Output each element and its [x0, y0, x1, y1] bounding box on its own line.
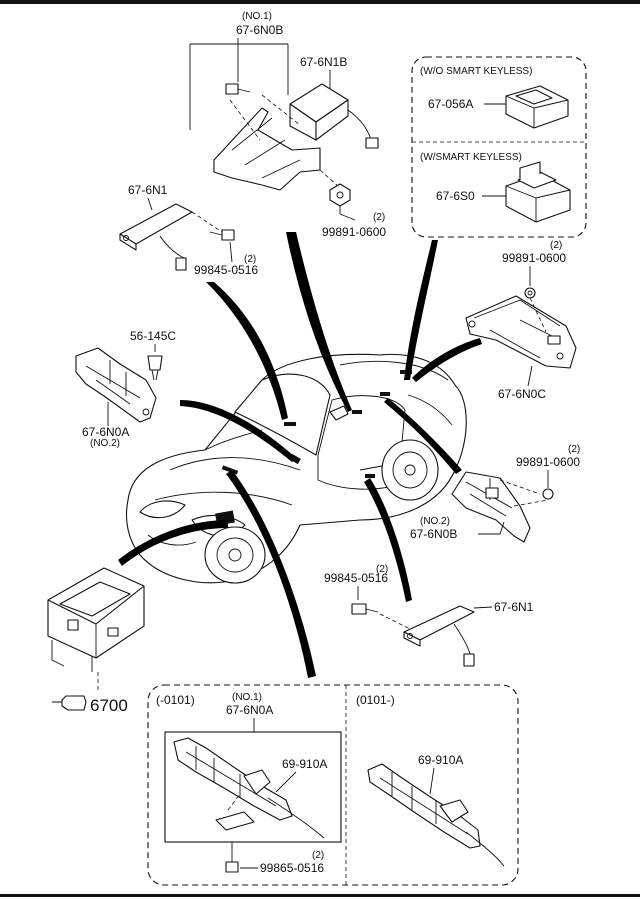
bottom-border	[0, 894, 640, 897]
callout-wedges	[118, 232, 482, 678]
label-with-smart-keyless: (W/SMART KEYLESS)	[420, 152, 522, 163]
reference-6700: 6700	[90, 696, 128, 715]
callout-67-6N1-right: 67-6N1	[494, 600, 534, 614]
callout-qty-99845-left: (2)	[244, 254, 256, 265]
control-unit-group: 6700	[47, 567, 145, 715]
callout-67-6S0: 67-6S0	[436, 189, 475, 203]
callout-99891-0600-top: 99891-0600	[322, 225, 386, 239]
callout-99891-0600-mid: 99891-0600	[516, 455, 580, 469]
callout-99845-0516-left: 99845-0516	[194, 263, 258, 277]
callout-69-910A-right: 69-910A	[418, 753, 463, 767]
callout-67-6N0B-right: 67-6N0B	[410, 527, 457, 541]
left-antenna-group: 67-6N1 (2) 99845-0516	[119, 183, 258, 277]
callout-qty-99891-mid: (2)	[568, 444, 580, 455]
callout-67-6N0A-left: 67-6N0A	[82, 425, 129, 439]
callout-no2-left: (NO.2)	[90, 438, 120, 449]
callout-99845-0516-mid: 99845-0516	[324, 571, 388, 585]
callout-69-910A-left: 69-910A	[282, 757, 327, 771]
label-without-smart-keyless: (W/O SMART KEYLESS)	[420, 66, 532, 77]
top-border	[0, 0, 640, 4]
vehicle-illustration	[125, 353, 467, 584]
callout-67-6N1B: 67-6N1B	[300, 55, 347, 69]
variant-box: (-0101) (NO.1) 67-6N0A 69-910A (2) 99865…	[147, 684, 519, 886]
callout-qty-99845-mid: (2)	[376, 564, 388, 575]
label-range-after-0101: (0101-)	[356, 693, 395, 707]
callout-99865-0516: 99865-0516	[260, 861, 324, 875]
smart-keyless-options-box: (W/O SMART KEYLESS) 67-056A (W/SMART KEY…	[411, 56, 587, 238]
callout-qty-99891-top: (2)	[373, 212, 385, 223]
left-bracket-group: 56-145C 67-6N0A (NO.2)	[75, 329, 176, 449]
callout-qty-99865: (2)	[312, 850, 324, 861]
top-antenna-bracket-group: (NO.1) 67-6N0B 67-6N1B (2) 99891-0600	[189, 11, 386, 239]
rear-antenna-bracket-group: (2) 99891-0600 67-6N0C	[465, 240, 577, 401]
right-antenna-group: (2) 99845-0516 67-6N1	[324, 564, 534, 667]
callout-no2-right: (NO.2)	[420, 516, 450, 527]
callout-67-6N1-left: 67-6N1	[128, 183, 168, 197]
callout-no1-bottom: (NO.1)	[232, 692, 262, 703]
callout-56-145C: 56-145C	[130, 329, 176, 343]
callout-67-056A: 67-056A	[428, 97, 473, 111]
label-range-before-0101: (-0101)	[156, 693, 195, 707]
pointing-hand-icon	[52, 695, 87, 711]
callout-67-6N0B-top: 67-6N0B	[236, 23, 283, 37]
callout-99891-0600-right: 99891-0600	[502, 251, 566, 265]
right-bracket-group: (2) 99891-0600 (NO.2) 67-6N0B	[410, 444, 580, 543]
callout-qty-99891-right: (2)	[550, 240, 562, 251]
callout-no1-top: (NO.1)	[242, 11, 272, 22]
callout-67-6N0C: 67-6N0C	[498, 387, 546, 401]
callout-67-6N0A-bottom: 67-6N0A	[226, 703, 273, 717]
